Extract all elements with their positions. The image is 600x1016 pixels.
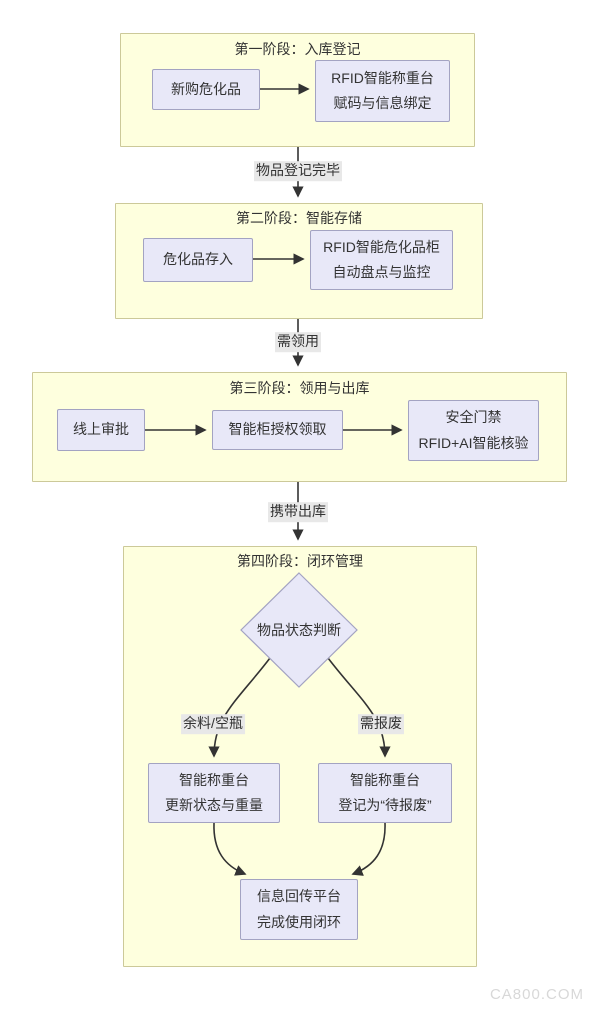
node-feedback: 信息回传平台 完成使用闭环 <box>240 879 358 940</box>
node-smart-cabinet: RFID智能危化品柜 自动盘点与监控 <box>310 230 453 290</box>
node-store-in: 危化品存入 <box>143 238 253 282</box>
stage3-title: 第三阶段：领用与出库 <box>229 380 370 396</box>
node-security-gate: 安全门禁 RFID+AI智能核验 <box>408 400 539 461</box>
edge-label-carry-out: 携带出库 <box>268 502 328 522</box>
edge-label-registered: 物品登记完毕 <box>254 161 342 181</box>
node-update-weight: 智能称重台 更新状态与重量 <box>148 763 280 823</box>
stage2-title: 第二阶段：智能存储 <box>236 210 362 226</box>
edge-label-leftover: 余料/空瓶 <box>181 714 245 734</box>
stage1-title: 第一阶段：入库登记 <box>234 41 361 57</box>
node-rfid-weigh: RFID智能称重台 赋码与信息绑定 <box>315 60 450 122</box>
node-new-purchase: 新购危化品 <box>152 69 260 110</box>
node-status-decision: 物品状态判断 <box>257 622 341 638</box>
edge-label-need-scrap: 需报废 <box>358 714 404 734</box>
node-authorized-pickup: 智能柜授权领取 <box>212 410 343 450</box>
stage4-title: 第四阶段：闭环管理 <box>237 553 363 569</box>
node-register-scrap: 智能称重台 登记为“待报废” <box>318 763 452 823</box>
edge-label-need-use: 需领用 <box>275 332 321 352</box>
node-online-approval: 线上审批 <box>57 409 145 451</box>
watermark: CA800.COM <box>489 986 584 1003</box>
